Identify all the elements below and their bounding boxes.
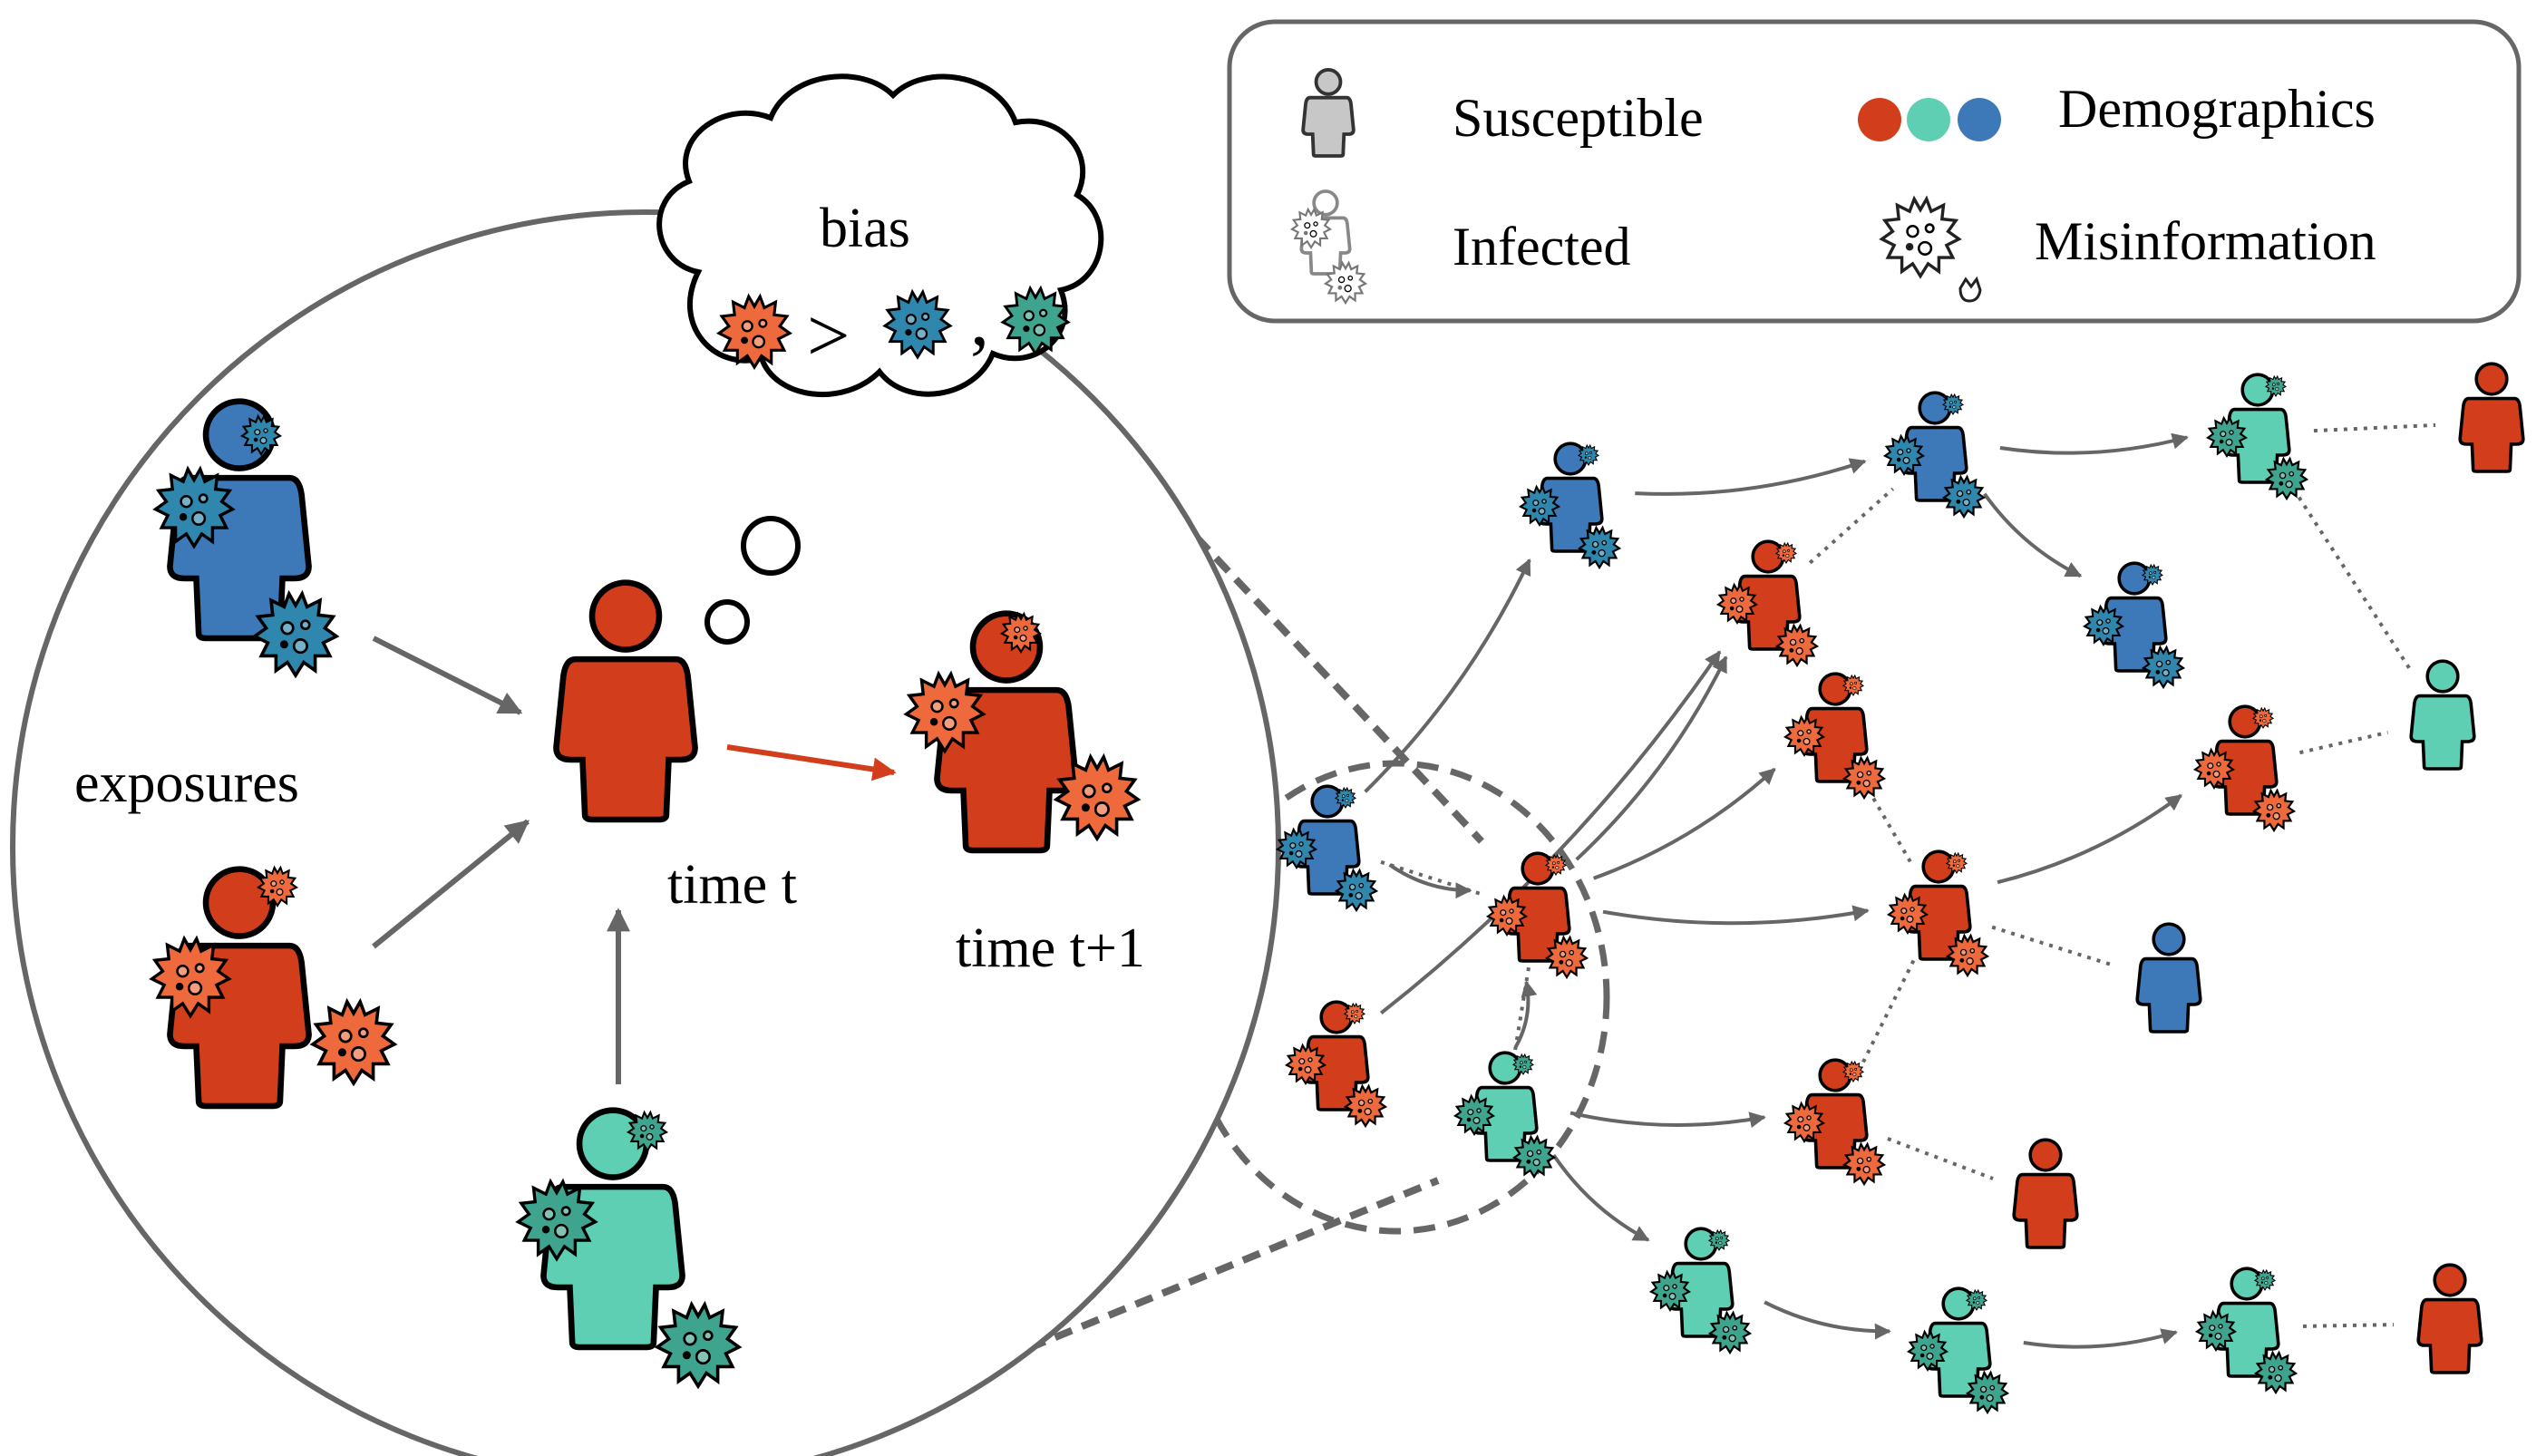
network-node-red-infected	[1285, 1000, 1387, 1128]
bias-greater-than: >	[807, 294, 850, 378]
time-t-label: time t	[667, 854, 797, 916]
network-undirected-edge	[2313, 422, 2436, 433]
network-undirected-edge	[2298, 730, 2389, 755]
zoom-panel: bias > , exposures	[10, 73, 1610, 1456]
network-undirected-edge	[1808, 487, 1895, 565]
exposure-arrow-red	[372, 819, 530, 949]
network-edges	[1364, 422, 2436, 1349]
network-directed-edge	[1575, 655, 1728, 861]
exposure-arrow-blue	[372, 636, 523, 715]
legend-misinformation-label: Misinformation	[2035, 211, 2376, 271]
network-directed-edge	[1551, 1153, 1650, 1242]
demographic-color-dots	[1858, 98, 2001, 141]
legend-susceptible-label: Susceptible	[1453, 88, 1704, 148]
network-node-blue-infected	[2083, 561, 2185, 689]
bias-label: bias	[820, 198, 910, 259]
bias-comma: ,	[970, 277, 989, 362]
red-group-dot	[1858, 98, 1901, 141]
network-directed-edge	[1764, 1300, 1891, 1340]
exposures-label: exposures	[74, 752, 299, 814]
network-directed-edge	[1983, 492, 2083, 578]
network-directed-edge	[1569, 1111, 1766, 1129]
network-directed-edge	[1635, 458, 1867, 496]
network-undirected-edge	[2302, 1323, 2395, 1328]
network-node-teal-infected	[1649, 1227, 1752, 1354]
teal-group-dot	[1907, 98, 1950, 141]
network-directed-edge	[1602, 905, 1870, 926]
network-undirected-edge	[1858, 959, 1916, 1070]
legend-box	[1227, 19, 2522, 324]
network-node-red-infected	[1887, 849, 1989, 977]
network-node-red-susceptible	[2416, 1263, 2483, 1374]
network-directed-edge	[1999, 432, 2189, 455]
network-undirected-edge	[1887, 1137, 1994, 1180]
network-node-red-susceptible	[2012, 1138, 2079, 1249]
network-node-red-susceptible	[2458, 362, 2525, 473]
network-undirected-edge	[2286, 480, 2415, 674]
network-directed-edge	[1388, 863, 1472, 899]
network-node-teal-susceptible	[2409, 659, 2476, 771]
network-directed-edge	[1379, 650, 1722, 1015]
blue-group-dot	[1958, 98, 2001, 141]
network-node-blue-infected	[1883, 391, 1986, 519]
network-node-teal-infected	[1907, 1286, 2009, 1414]
bias-thought-bubble: bias > ,	[656, 73, 1104, 645]
network-node-blue-infected	[1276, 784, 1378, 912]
network-node-red-infected	[1716, 539, 1819, 667]
network-node-red-infected	[1783, 1058, 1886, 1186]
transmission-arrow	[726, 744, 897, 781]
network-node-teal-infected	[1453, 1051, 1556, 1179]
network-directed-edge	[1997, 793, 2182, 885]
thought-dot-small	[705, 599, 750, 645]
network-node-teal-infected	[2206, 373, 2308, 500]
zoom-circle	[10, 209, 1281, 1456]
network-node-blue-susceptible	[2135, 922, 2202, 1034]
network-node-red-infected	[1783, 672, 1886, 800]
network-directed-edge	[1364, 558, 1531, 793]
network-undirected-edge	[1991, 925, 2116, 968]
legend: Susceptible Infected Demographics Misinf…	[1227, 19, 2522, 324]
network-node-red-infected	[1486, 851, 1589, 979]
network-node-blue-infected	[1519, 442, 1621, 569]
network-nodes	[1276, 362, 2525, 1414]
thought-dot-large	[741, 516, 801, 576]
misinformation-virus-icon	[1880, 197, 1982, 303]
network-node-teal-infected	[2195, 1267, 2298, 1394]
network-node-red-infected	[2193, 704, 2296, 832]
time-t1-label: time t+1	[956, 917, 1145, 979]
legend-infected-label: Infected	[1453, 217, 1631, 277]
network-directed-edge	[1592, 767, 1776, 880]
network-directed-edge	[2023, 1328, 2178, 1349]
network-directed-edge	[1513, 980, 1538, 1048]
legend-demographics-label: Demographics	[2058, 79, 2376, 139]
